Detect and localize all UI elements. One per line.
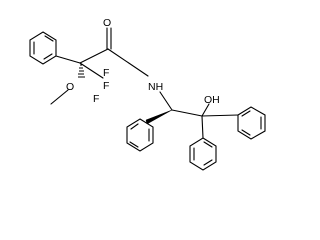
nitrogen-to-ch-bond [159,91,173,111]
phenyl-ring-bottom-left [126,118,154,152]
hashed-wedge-bond [78,64,85,78]
solid-wedge-bond [145,109,173,125]
quaternary-to-carbonyl-carbon-bond [79,48,109,64]
phenyl-ring-top-left [29,31,57,65]
ch-to-carbinol-carbon-bond [171,109,203,117]
phenyl-to-quaternary-carbon-bond [55,55,81,64]
quaternary-to-cf3-carbon-bond [79,62,104,79]
methoxy-o-to-methyl-bond [50,89,69,105]
phenyl-ring-bottom [189,137,217,171]
fluorine-label-2: F [103,80,109,92]
hydroxyl-label: OH [204,94,220,106]
phenyl-ring-right [237,106,266,140]
carbinol-to-bottom-phenyl-bond [201,115,204,139]
carbinol-to-hydroxyl-bond [201,103,210,117]
molecule-structure-diagram: O O F F F NH OH [29,17,266,171]
fluorine-label-1: F [103,67,109,79]
carbonyl-oxygen-label: O [103,17,111,29]
amide-nitrogen-label: NH [148,81,163,93]
carbinol-to-right-phenyl-bond [201,114,239,117]
methoxy-oxygen-label: O [66,81,74,93]
carbonyl-to-nitrogen-bond [107,48,149,77]
fluorine-label-3: F [93,93,99,105]
